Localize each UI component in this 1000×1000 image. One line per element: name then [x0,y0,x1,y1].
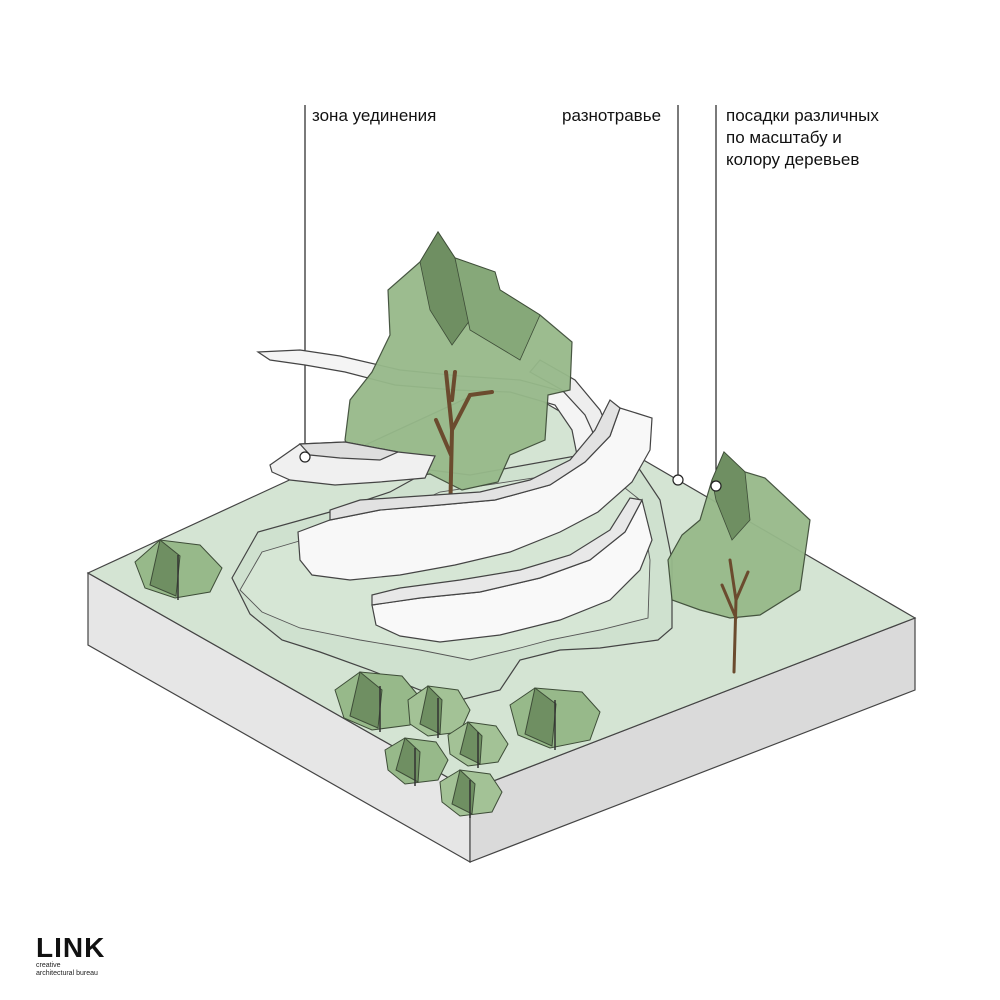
shrub [509,687,601,750]
shrub [134,539,223,600]
company-logo: LINK creative architectural bureau [36,934,105,978]
shrub [447,721,509,768]
shrub [439,769,503,818]
label-line: по масштабу и [726,128,842,147]
shrub [384,737,449,786]
large-tree [344,230,573,561]
right-tree [667,450,811,674]
logo-tagline-1: creative [36,962,61,969]
right-tree-trunk [720,558,750,674]
spiral-walls-front [269,399,653,643]
label-line: посадки различных [726,106,879,125]
label-line: колору деревьев [726,150,860,169]
shrub [334,671,423,732]
label-meadow: разнотравье [562,105,661,127]
big-curved-wall-top [329,399,621,521]
shrubs [134,539,601,818]
shrub [407,684,471,738]
large-tree-trunk [434,370,494,522]
leader-markers [299,451,722,492]
label-line: разнотравье [562,106,662,125]
right-tree-crown [667,450,811,619]
lower-curved-wall-top [371,497,643,606]
leader-lines [304,105,717,484]
marker-meadow [672,474,684,486]
logo-name: LINK [36,932,106,963]
label-solitude-zone: зона уединения [312,105,436,127]
logo-tagline-2: architectural bureau [36,970,98,977]
label-tree-plantings: посадки различных по масштабу и колору д… [726,105,879,171]
label-line: зона уединения [312,106,437,125]
marker-trees [710,480,722,492]
right-tree-crown-shade [711,451,751,541]
marker-solitude [299,451,311,463]
large-tree-crown-shade-2 [454,257,541,361]
